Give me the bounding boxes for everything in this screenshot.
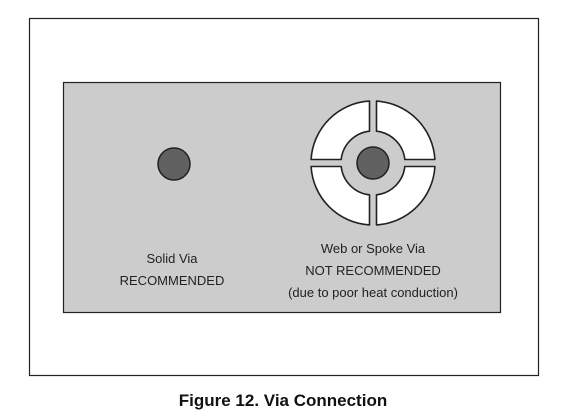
- spoke-bottom-left: [310, 165, 371, 226]
- figure-caption: Figure 12. Via Connection: [179, 391, 387, 410]
- solid-via-status: RECOMMENDED: [120, 273, 225, 288]
- spoke-via-name: Web or Spoke Via: [321, 241, 426, 256]
- board-panel: [62, 81, 502, 314]
- spoke-top-right: [375, 100, 436, 161]
- solid-via: [157, 147, 191, 181]
- spoke-via-spokes: [310, 100, 436, 226]
- spoke-via-center: [356, 146, 390, 180]
- spoke-via-note: (due to poor heat conduction): [288, 285, 458, 300]
- spoke-via-status: NOT RECOMMENDED: [305, 263, 441, 278]
- spoke-bottom-right: [375, 165, 436, 226]
- spoke-top-left: [310, 100, 371, 161]
- solid-via-name: Solid Via: [146, 251, 198, 266]
